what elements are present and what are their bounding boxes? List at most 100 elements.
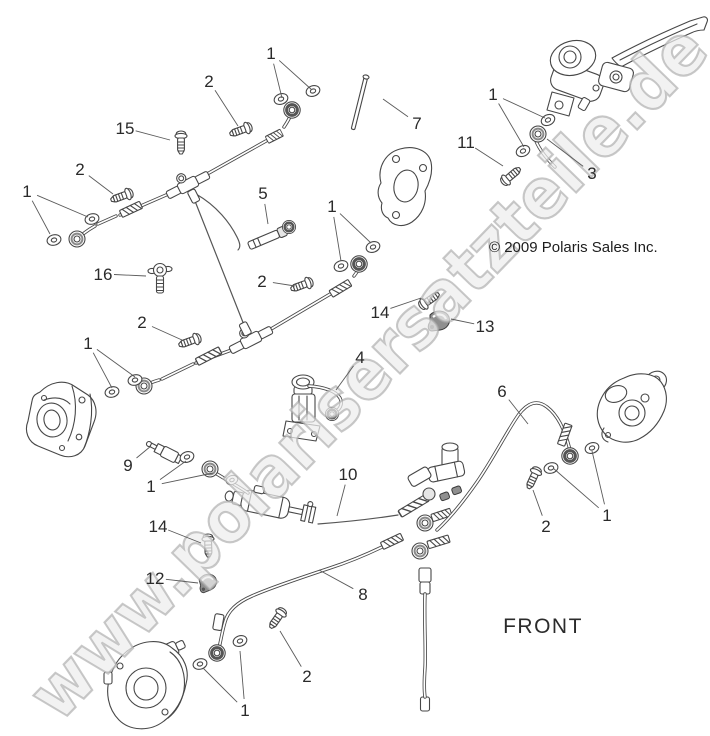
- sealing-washer: [542, 460, 560, 476]
- hose-end-eyes: [411, 507, 453, 560]
- sealing-washer: [45, 232, 63, 248]
- master-cylinder-assembly: [497, 16, 708, 189]
- banjo-eye: [349, 254, 369, 274]
- brake-hose-8: [191, 532, 405, 672]
- mc-lever-perch: [598, 61, 634, 93]
- callout-14: 14: [149, 517, 202, 544]
- mc-reservoir-cap: [558, 45, 582, 69]
- right-brake-caliper: [596, 370, 667, 443]
- cylinder-inlet-fittings: [178, 449, 250, 495]
- leader-line: [168, 529, 202, 544]
- callout-1: 1: [552, 450, 612, 525]
- callout-2: 2: [532, 489, 551, 536]
- leader-line: [161, 472, 214, 485]
- part-number-label: 1: [266, 44, 275, 63]
- callout-1: 1: [22, 182, 89, 235]
- leader-line: [151, 326, 183, 341]
- callout-1: 1: [83, 334, 136, 389]
- callout-12: 12: [146, 569, 199, 588]
- callout-16: 16: [94, 265, 147, 284]
- callout-7: 7: [382, 98, 422, 133]
- part-number-label: 9: [123, 456, 132, 475]
- brake-pipe-between-tees: [192, 195, 247, 331]
- part-number-label: 2: [302, 667, 311, 686]
- leader-line: [390, 297, 422, 309]
- sealing-washer: [583, 440, 601, 456]
- callout-1: 1: [266, 44, 313, 99]
- rear-master-cylinder: [282, 374, 343, 442]
- leader-line: [508, 399, 529, 425]
- leader-line: [113, 274, 147, 277]
- front-orientation-label: FRONT: [503, 615, 583, 638]
- leader-line: [96, 349, 136, 378]
- part-number-label: 2: [75, 160, 84, 179]
- banjo-eye: [68, 230, 86, 248]
- leader-line: [239, 650, 245, 700]
- banjo-eye: [282, 100, 302, 120]
- leader-line: [339, 213, 372, 244]
- tee-drain-hose: [195, 193, 241, 251]
- leader-line: [214, 89, 239, 127]
- vertical-brake-hose: [418, 567, 432, 712]
- hose-sleeve: [194, 346, 223, 367]
- leader-line: [333, 216, 342, 262]
- brake-switch-9: [145, 440, 183, 465]
- leader-line: [272, 282, 296, 287]
- watermark-text: www.polarisersatzteile.de: [13, 8, 710, 735]
- copyright-text: © 2009 Polaris Sales Inc.: [489, 239, 658, 256]
- banjo-bolt-2: [522, 464, 545, 492]
- leader-line: [202, 667, 238, 703]
- mc-banjo-fittings: [497, 111, 558, 189]
- sealing-washer: [364, 239, 382, 255]
- part-number-label: 2: [541, 517, 550, 536]
- part-number-label: 14: [149, 517, 168, 536]
- banjo-eye: [207, 643, 227, 663]
- left-brake-caliper: [25, 381, 97, 458]
- part-number-label: 12: [146, 569, 165, 588]
- leader-line: [92, 352, 113, 389]
- callout-1: 1: [146, 460, 214, 496]
- callout-2: 2: [137, 313, 183, 341]
- banjo-eye: [560, 446, 580, 466]
- leader-line: [36, 194, 89, 218]
- front-brake-line-lower: [103, 239, 382, 400]
- fitting-16: [147, 262, 173, 294]
- callout-5: 5: [258, 184, 269, 225]
- rear-cylinder-clevis: [224, 485, 317, 524]
- callout-1: 1: [327, 197, 372, 262]
- cable-clamp-12: [198, 573, 217, 594]
- callout-8: 8: [318, 569, 368, 604]
- bottom-brake-caliper: [103, 640, 188, 730]
- part-number-label: 1: [240, 701, 249, 720]
- leader-line: [552, 467, 599, 509]
- banjo-eye: [281, 219, 297, 235]
- leader-line: [264, 203, 269, 225]
- leader-line: [336, 484, 346, 517]
- tee-fitting-lower: [223, 316, 275, 356]
- callout-14: 14: [371, 297, 422, 322]
- leader-line: [591, 450, 605, 505]
- callout-6: 6: [497, 382, 529, 425]
- part-number-label: 10: [339, 465, 358, 484]
- leader-line: [318, 569, 354, 590]
- leader-line: [159, 460, 187, 480]
- callout-4: 4: [335, 348, 365, 391]
- caliper-mount-bracket: [377, 147, 433, 227]
- tee-fitting-upper: [160, 161, 212, 201]
- leader-line: [278, 60, 313, 91]
- watermark: www.polarisersatzteile.de: [12, 7, 710, 736]
- part-number-label: 16: [94, 265, 113, 284]
- banjo-bolt-2: [108, 186, 136, 207]
- mc-body: [546, 39, 634, 117]
- part-number-label: 11: [457, 133, 475, 152]
- callout-1: 1: [488, 85, 546, 148]
- hose-fitting-5: [247, 219, 297, 250]
- leader-line: [273, 63, 283, 99]
- part-number-label: 2: [137, 313, 146, 332]
- callout-2: 2: [75, 160, 114, 195]
- callout-1: 1: [202, 650, 250, 720]
- callout-11: 11: [457, 133, 504, 167]
- hose-sleeve: [556, 422, 573, 447]
